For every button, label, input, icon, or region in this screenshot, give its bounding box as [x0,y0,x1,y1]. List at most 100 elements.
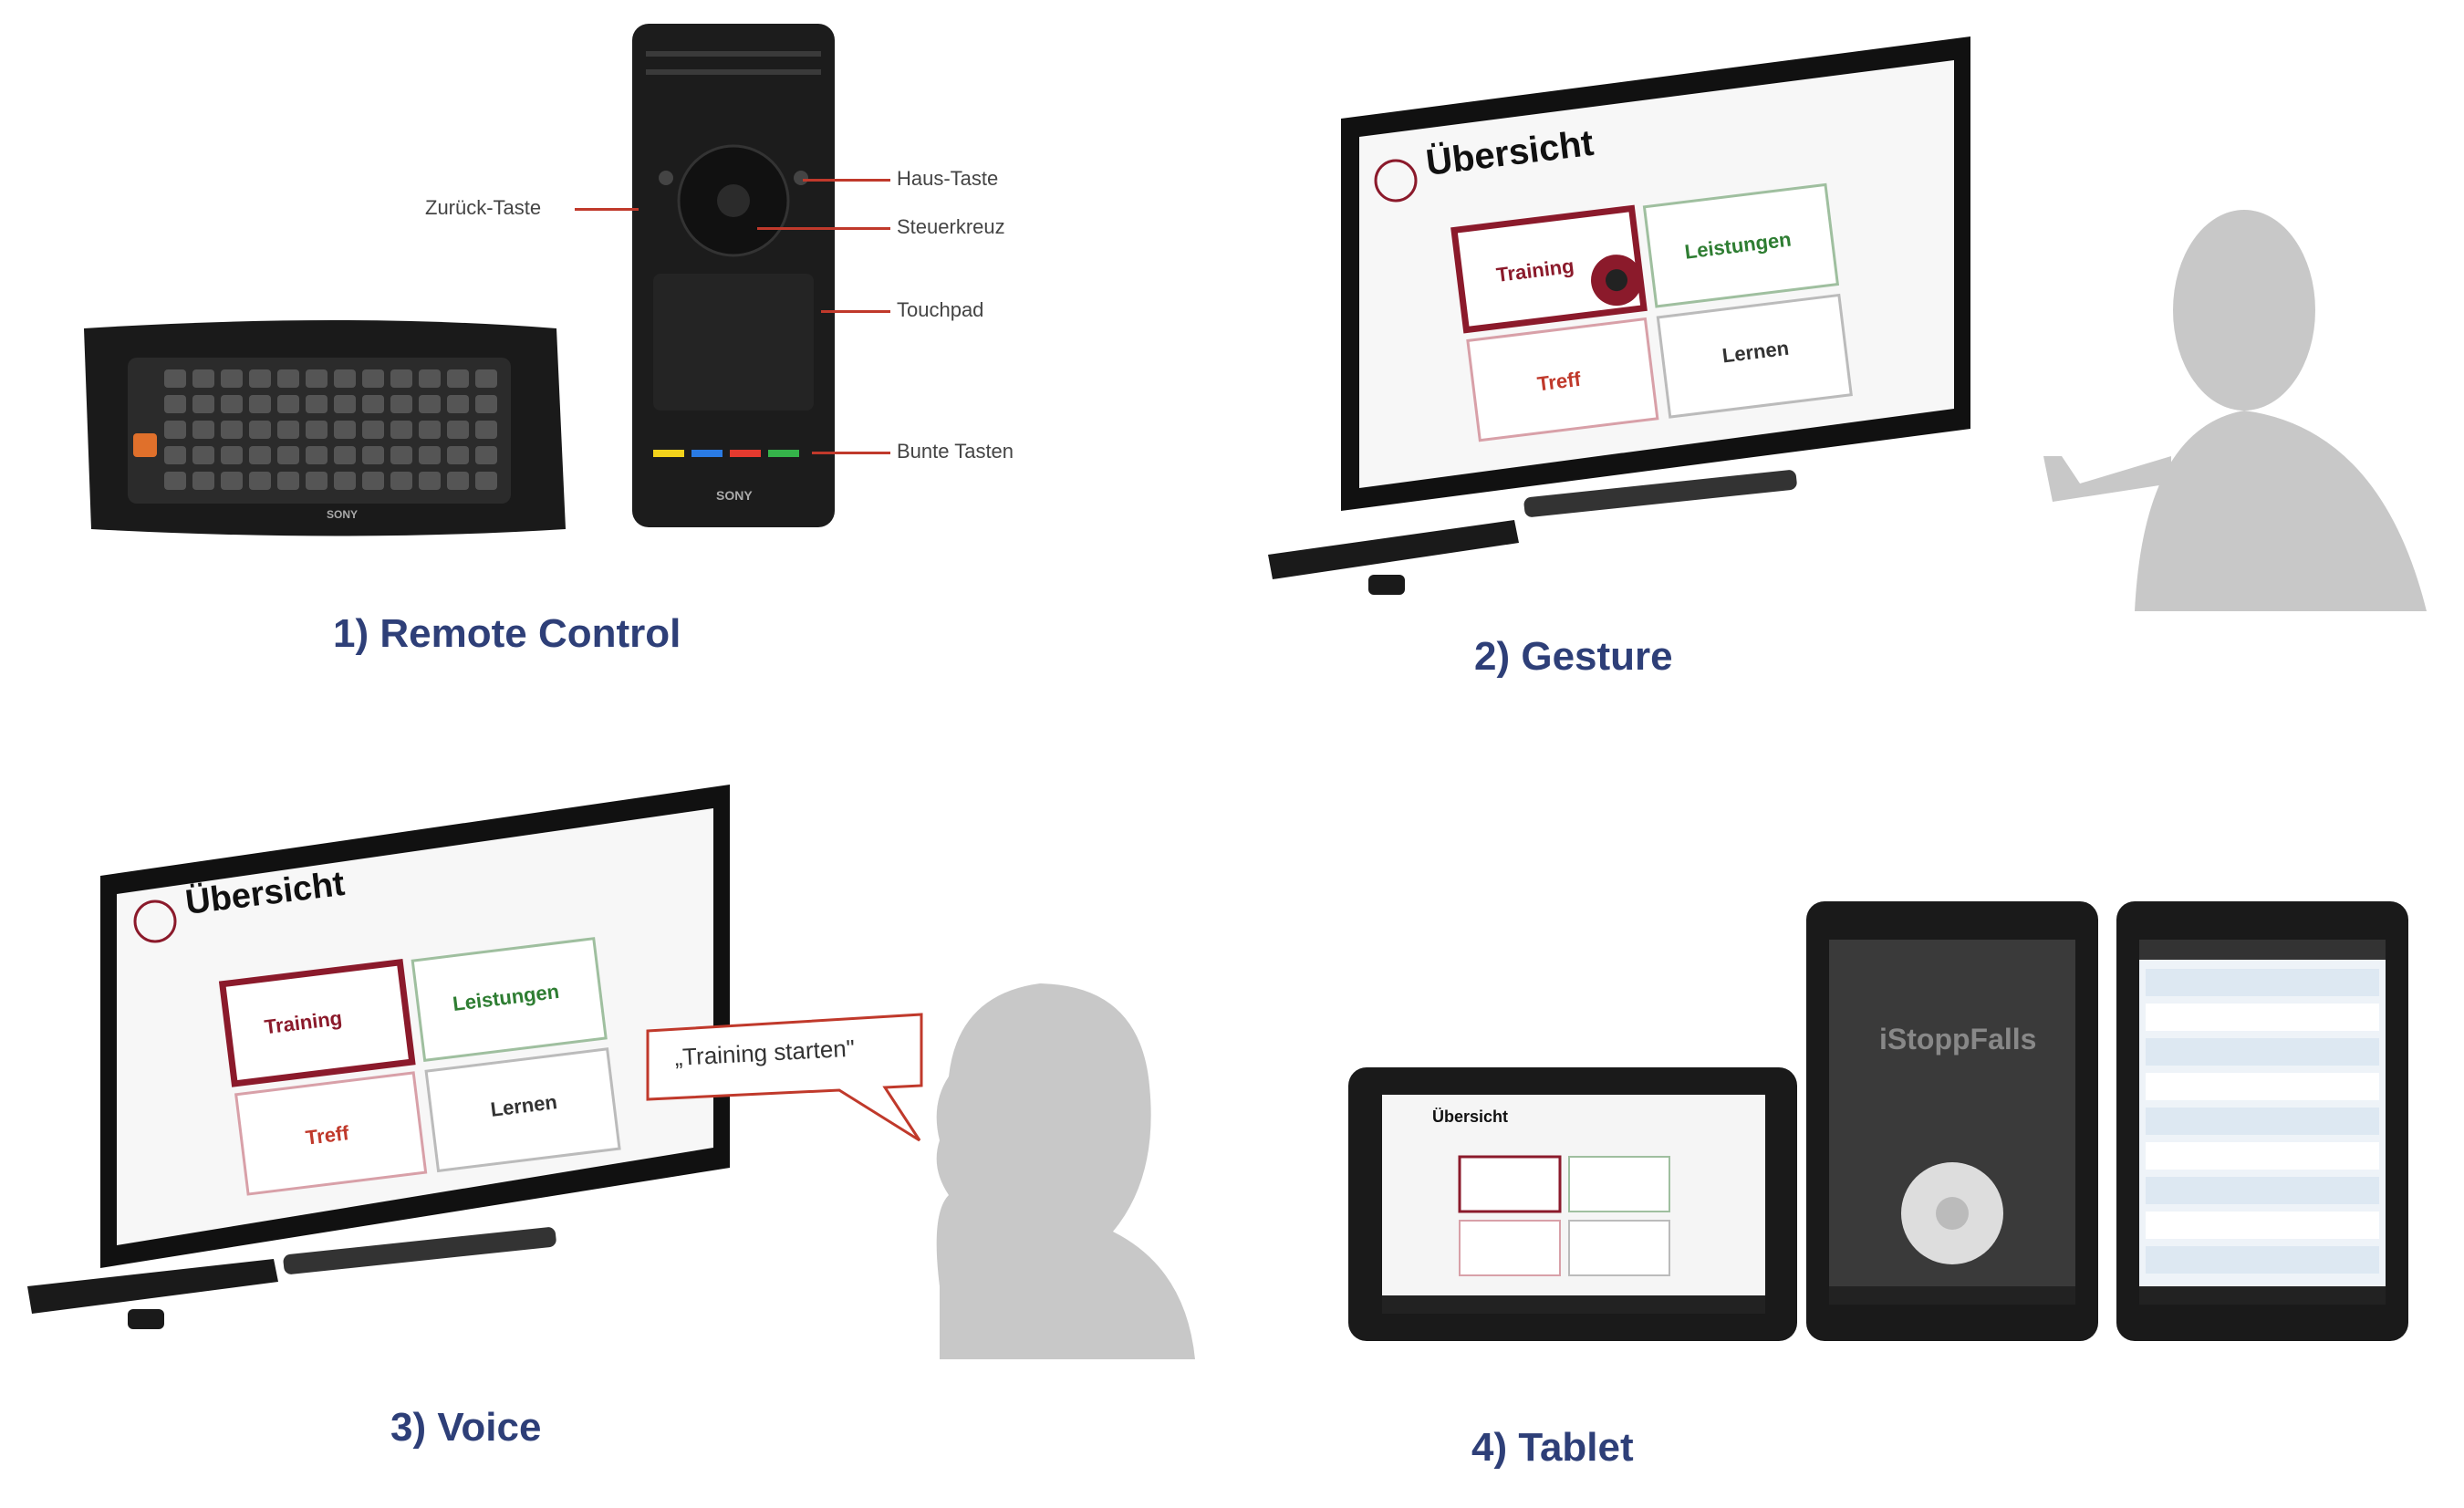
keyboard-key [221,395,243,413]
caption-remote-control: 1) Remote Control [333,611,681,656]
list-item [2146,1212,2379,1239]
keyboard-icon: SONY [84,320,566,536]
logo-icon [1374,159,1418,203]
keyboard-key [334,421,356,439]
keyboard-key [334,369,356,388]
keyboard-key [390,369,412,388]
keyboard-key [475,395,497,413]
keyboard-brand: SONY [327,508,358,521]
keyboard-key [475,369,497,388]
tablet-portrait-list-icon [2116,901,2408,1341]
keyboard-key [475,446,497,464]
callout-home: Haus-Taste [897,167,999,190]
keyboard-key [390,395,412,413]
tile-treff[interactable] [1466,317,1659,442]
remote-icon: SONY [632,24,835,527]
keyboard-key [164,421,186,439]
callout-line-dpad [757,227,890,230]
keyboard-key [192,472,214,490]
tile-lernen[interactable] [1656,293,1853,419]
keyboard-key [277,472,299,490]
tv-icon [100,785,730,1274]
keyboard-key [221,472,243,490]
tile-training[interactable] [218,958,416,1087]
keyboard-key [249,421,271,439]
tile-lernen[interactable] [424,1047,621,1173]
keyboard-key [447,369,469,388]
keyboard-key [164,446,186,464]
keyboard-key [334,395,356,413]
keyboard-key [249,395,271,413]
keyboard-key [362,421,384,439]
callout-dpad: Steuerkreuz [897,215,1005,238]
keyboard-key [362,472,384,490]
list-item [2146,1038,2379,1066]
keyboard-key [419,446,441,464]
tile-leistungen[interactable] [411,937,608,1062]
keyboard-key [306,421,327,439]
keyboard-key [475,472,497,490]
speech-bubble: „Training starten" [646,1013,923,1142]
list-item [2146,1177,2379,1204]
keyboard-key [192,446,214,464]
keyboard-key [390,472,412,490]
tile-leistungen[interactable] [1642,182,1840,308]
keyboard-key [447,395,469,413]
keyboard-key [334,472,356,490]
keyboard-key [221,421,243,439]
keyboard-key [277,369,299,388]
keyboard-key [306,446,327,464]
keyboard-key [249,472,271,490]
screen-title: Übersicht [1432,1108,1508,1126]
keyboard-key [249,446,271,464]
callout-line-back [575,208,639,211]
keyboard-key [447,446,469,464]
keyboard-key [164,369,186,388]
keyboard-key [362,446,384,464]
callout-line-touchpad [821,310,890,313]
list-item [2146,1004,2379,1031]
keyboard-key [334,446,356,464]
keyboard-key [419,472,441,490]
keyboard-key [362,369,384,388]
keyboard-key [306,472,327,490]
keyboard-key [390,446,412,464]
tablet-landscape-icon: Übersicht [1348,1067,1797,1341]
list-item [2146,969,2379,996]
keyboard-key [419,395,441,413]
keyboard-key [306,395,327,413]
keyboard-key [164,472,186,490]
remote-brand: SONY [716,488,753,503]
list-item [2146,1073,2379,1100]
keyboard-key [419,421,441,439]
list-item [2146,1246,2379,1274]
keyboard-key [192,421,214,439]
tile-training[interactable] [1450,204,1648,334]
caption-gesture: 2) Gesture [1474,634,1673,679]
remote-control-illustration: SONY SONY [84,24,835,536]
callout-line-color-keys [812,452,890,454]
keyboard-key [277,421,299,439]
callout-back: Zurück-Taste [425,196,542,219]
voice-illustration: Übersicht Training Leistungen Treff Lern… [27,785,1195,1359]
keyboard-key [419,369,441,388]
kinect-sensor-icon [27,1259,278,1329]
keyboard-key [221,446,243,464]
callout-touchpad: Touchpad [897,298,984,321]
keyboard-key [390,421,412,439]
keyboard-key [447,421,469,439]
caption-tablet: 4) Tablet [1471,1425,1634,1470]
keyboard-key [192,395,214,413]
keyboard-key [192,369,214,388]
tablet-illustration: Übersicht iStoppFalls [1348,901,2408,1341]
caption-voice: 3) Voice [390,1405,542,1450]
keyboard-key [164,395,186,413]
keyboard-key [447,472,469,490]
person-silhouette-icon [2043,210,2427,611]
gesture-illustration: Übersicht Training Leistungen Treff Lern… [1268,36,2427,611]
logo-icon [133,900,177,943]
tile-label-treff: Treff [305,1121,351,1149]
callout-line-home [803,179,890,182]
tile-treff[interactable] [234,1071,428,1196]
list-item [2146,1142,2379,1170]
